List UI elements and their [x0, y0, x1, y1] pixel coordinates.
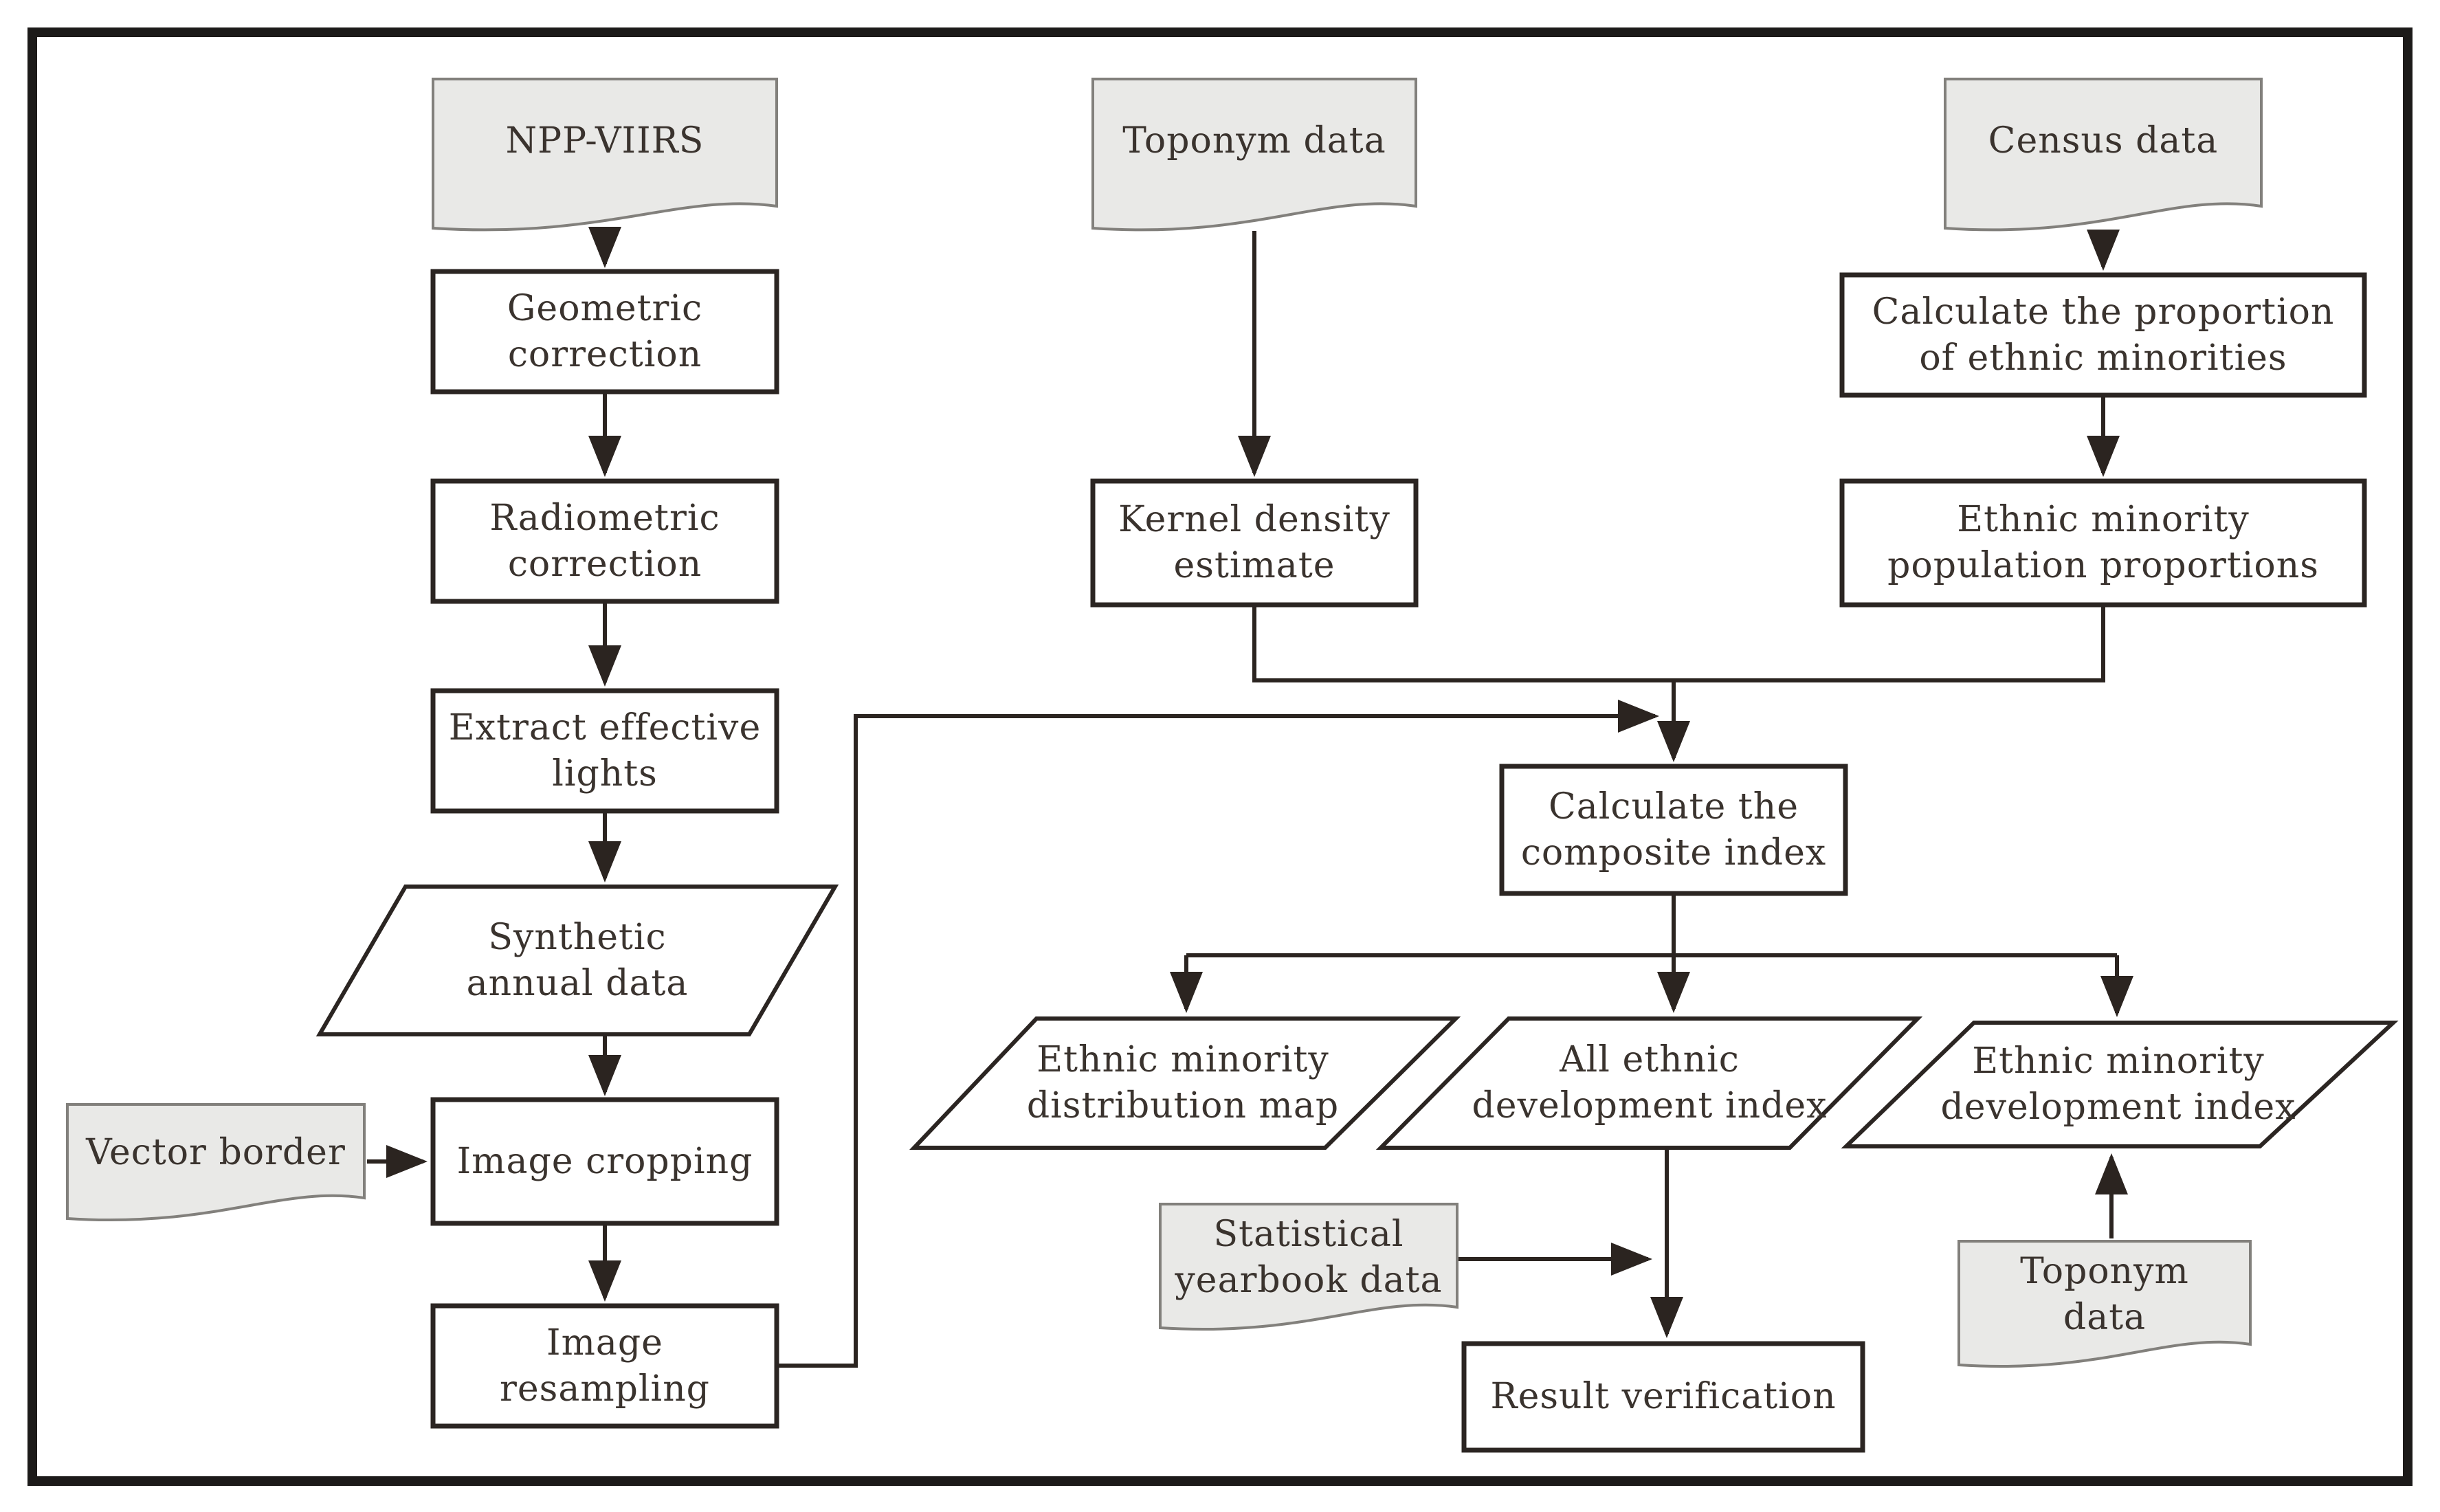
npp-viirs-doc-shape — [432, 78, 778, 232]
vector-border-doc-shape — [66, 1103, 366, 1222]
distribution-map-shape — [909, 1016, 1461, 1150]
image-resampling-box — [430, 1303, 779, 1429]
edge-population-merge — [1674, 606, 2105, 682]
edge-kernel-merge — [1252, 606, 1674, 682]
toponym-bottom-doc-shape — [1957, 1240, 2252, 1368]
census-doc-shape — [1944, 78, 2263, 232]
connector-lines — [367, 227, 2133, 1368]
geometric-correction-box — [430, 269, 779, 394]
document-shapes — [66, 78, 2263, 1368]
radiometric-correction-box — [430, 478, 779, 604]
statistical-yearbook-doc-shape — [1159, 1203, 1459, 1331]
process-shapes — [430, 269, 2367, 1453]
kernel-density-box — [1090, 478, 1419, 608]
figure-frame — [27, 27, 2413, 1486]
population-proportions-box — [1839, 478, 2367, 608]
edge-composite-to-branch-line — [1186, 895, 2117, 957]
result-verification-box — [1461, 1341, 1865, 1453]
toponym-top-doc-shape — [1091, 78, 1417, 232]
all-ethnic-index-shape — [1375, 1016, 1923, 1150]
synthetic-annual-data-shape — [315, 885, 839, 1036]
edge-resampling-to-composite — [778, 700, 1659, 1368]
ethnic-minority-index-shape — [1841, 1021, 2399, 1148]
calculate-proportion-box — [1839, 272, 2367, 398]
data-shapes — [315, 885, 2399, 1150]
extract-effective-lights-box — [430, 688, 779, 814]
calculate-composite-box — [1499, 764, 1848, 896]
image-cropping-box — [430, 1097, 779, 1226]
